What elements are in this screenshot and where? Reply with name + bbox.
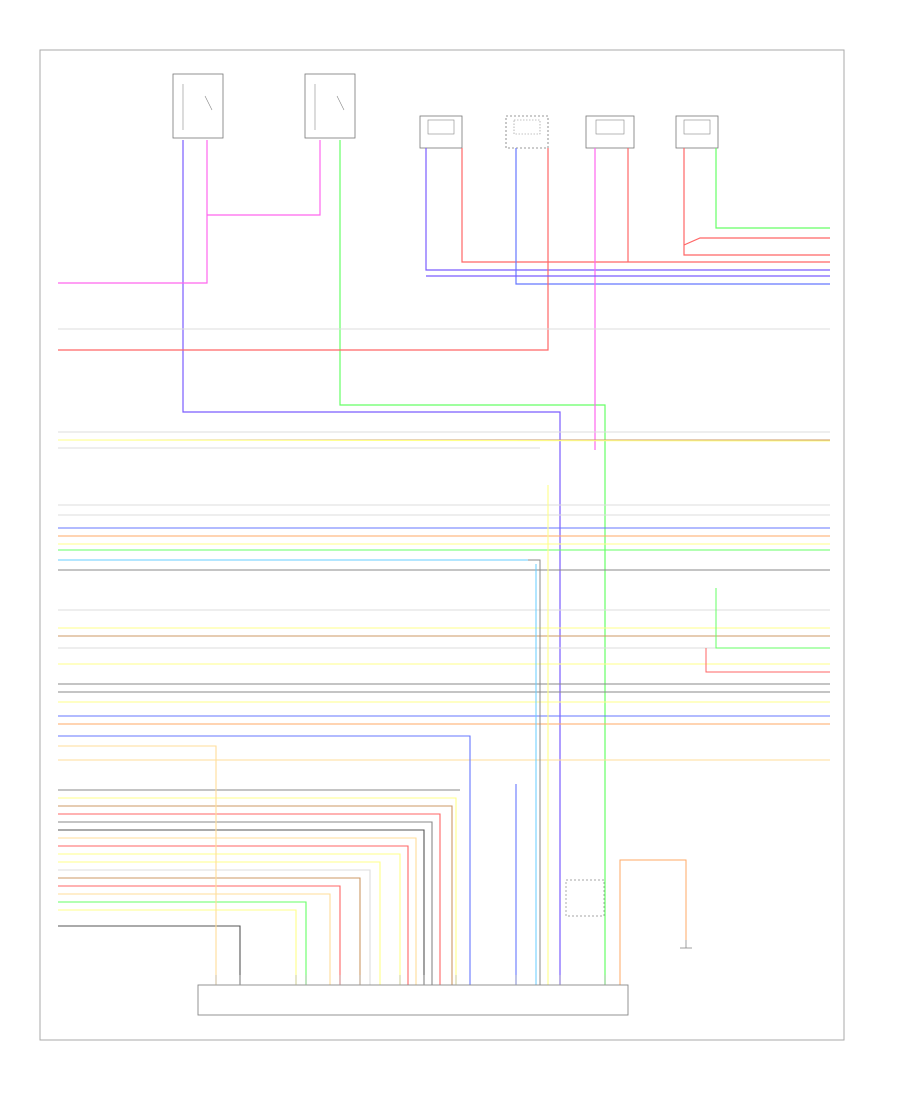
horizontal-bus [57, 328, 831, 761]
wire-pink-sw1 [58, 140, 208, 284]
wire-green-sw2 [339, 140, 606, 985]
ecm-fan-in [58, 485, 549, 985]
relay-component [565, 879, 605, 917]
component-module-4 [675, 115, 719, 149]
wire-blue-m2 [515, 148, 830, 285]
wire-pink-sw2 [207, 140, 321, 216]
top-components [172, 73, 719, 149]
ecm-pins [215, 975, 606, 985]
wire-green-m4 [715, 148, 830, 229]
diagram-frame [39, 49, 845, 1041]
vertical-wires-top [58, 140, 830, 985]
component-module-2 [505, 115, 549, 149]
component-switch-1 [172, 73, 224, 139]
wire-red-m2 [58, 148, 549, 351]
wire-red-m4b [683, 237, 830, 246]
ecm-module [197, 984, 629, 1016]
wire-violet-sw1 [182, 140, 561, 985]
wire-red-m4 [683, 148, 830, 256]
ground-symbol [680, 940, 692, 949]
side-connectors [528, 559, 830, 985]
wire-red-m1 [461, 148, 830, 263]
component-switch-2 [304, 73, 356, 139]
wire-violet-m1 [425, 148, 830, 271]
component-module-1 [419, 115, 463, 149]
top-component-inner [182, 84, 711, 135]
component-module-3 [585, 115, 635, 149]
